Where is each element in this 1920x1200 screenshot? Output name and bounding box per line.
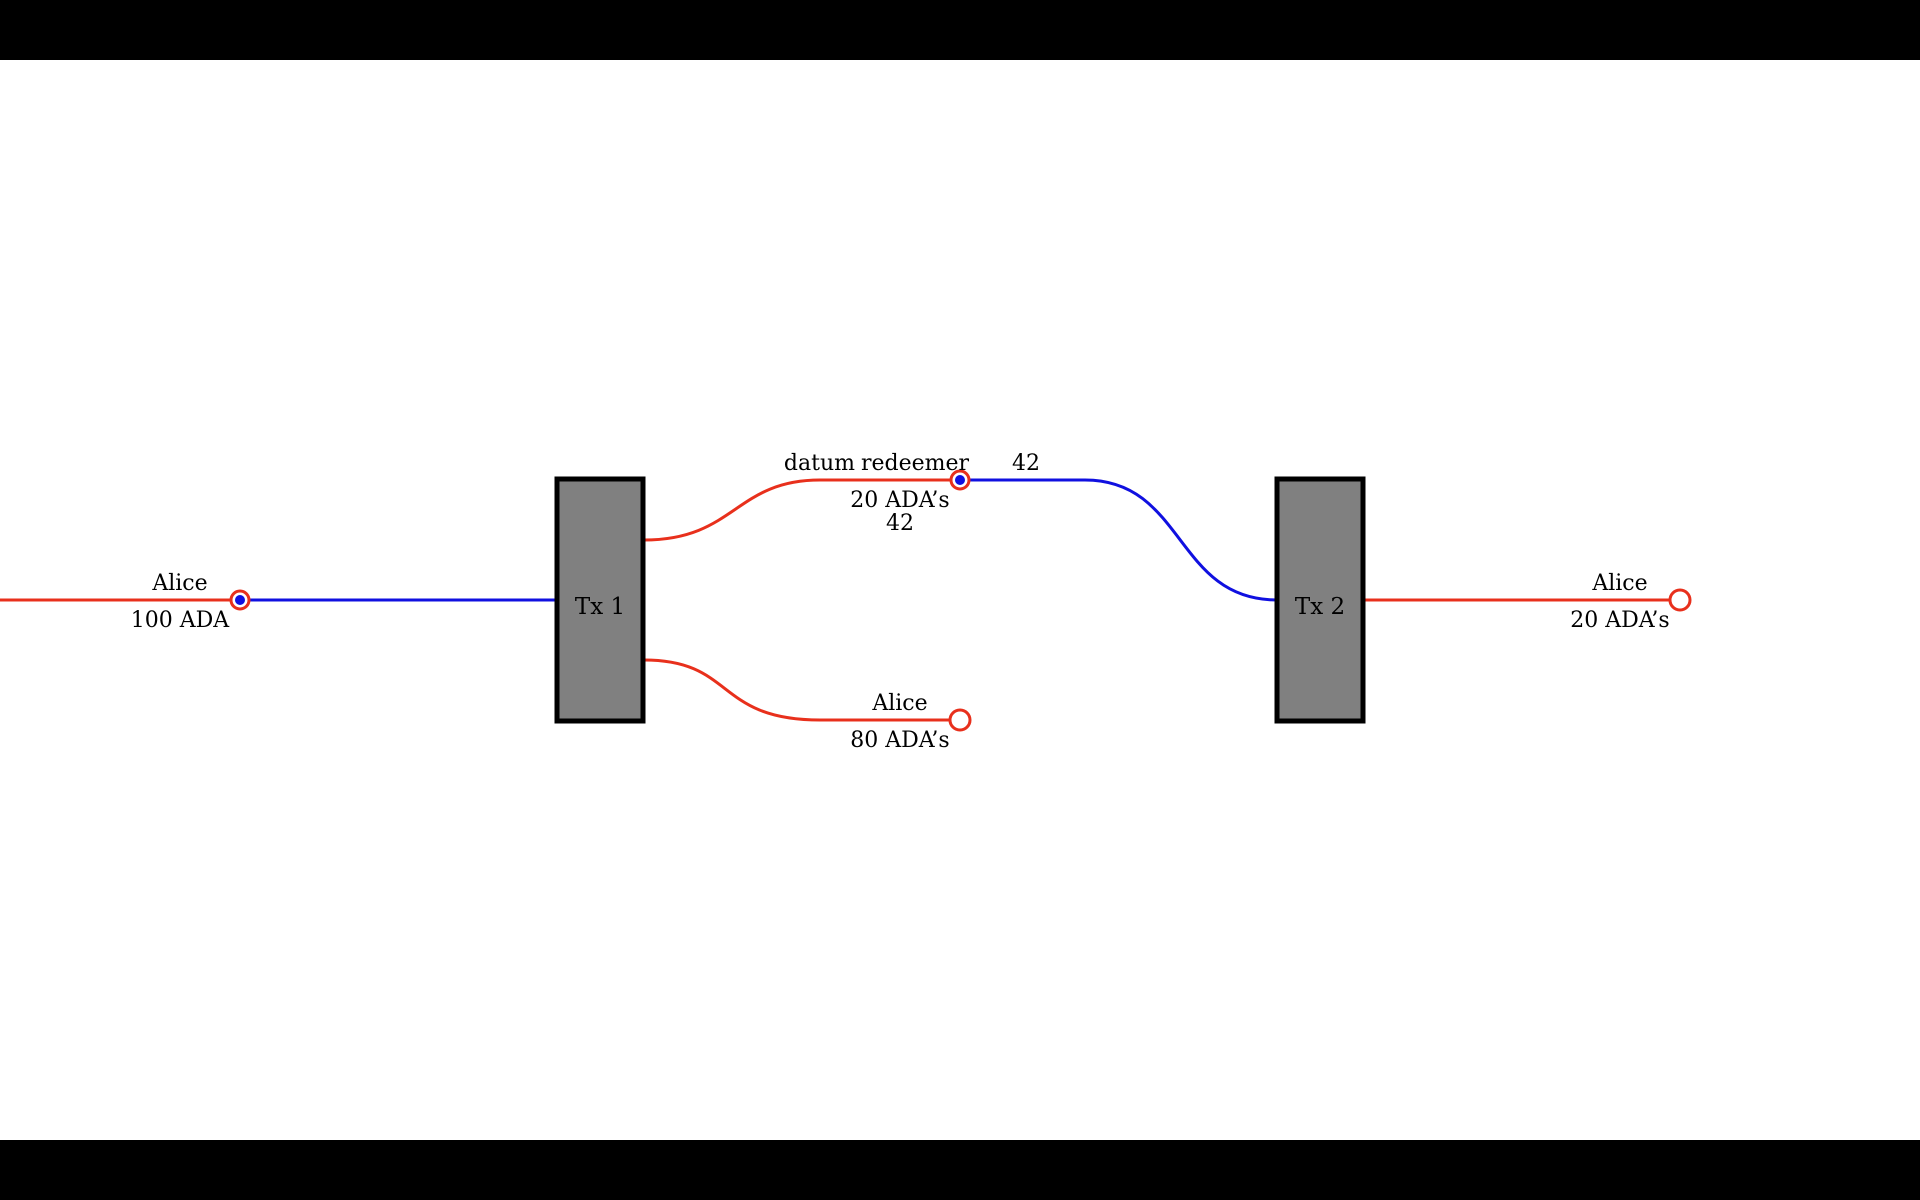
letterbox-bottom (0, 1140, 1920, 1200)
tx1-box[interactable]: Tx 1 (554, 476, 646, 724)
utxo-alice-final[interactable] (1668, 588, 1692, 612)
wire-tx1-to-script-output (643, 478, 950, 542)
wire-tx1-to-alice-change (643, 658, 950, 722)
utxo-script-output[interactable] (949, 469, 971, 491)
alice-change-amount-label: 80 ADA’s (850, 728, 949, 753)
redeemer-value-label: 42 (1012, 451, 1040, 476)
alice-change-owner-label: Alice (871, 691, 927, 716)
alice-final-amount-label: 20 ADA’s (1570, 608, 1669, 633)
diagram-canvas: Tx 1 Tx 2 Alice 100 ADA datum redeemer 4… (0, 60, 1920, 1140)
utxo-alice-change[interactable] (948, 708, 972, 732)
letterbox-top (0, 0, 1920, 60)
alice-input-owner-label: Alice (151, 571, 207, 596)
wire-script-output-to-tx2 (968, 478, 1278, 602)
tx2-box[interactable]: Tx 2 (1274, 476, 1366, 724)
utxo-alice-input[interactable] (229, 589, 251, 611)
utxo-diagram: Tx 1 Tx 2 Alice 100 ADA datum redeemer 4… (0, 451, 1692, 753)
redeemer-label: redeemer (861, 451, 970, 476)
script-output-amount-label: 20 ADA’s (850, 488, 949, 513)
datum-value-label: 42 (886, 511, 914, 536)
datum-label: datum (784, 451, 855, 476)
alice-final-owner-label: Alice (1591, 571, 1647, 596)
tx2-label: Tx 2 (1295, 594, 1345, 620)
alice-input-amount-label: 100 ADA (131, 608, 231, 633)
tx1-label: Tx 1 (575, 594, 625, 620)
